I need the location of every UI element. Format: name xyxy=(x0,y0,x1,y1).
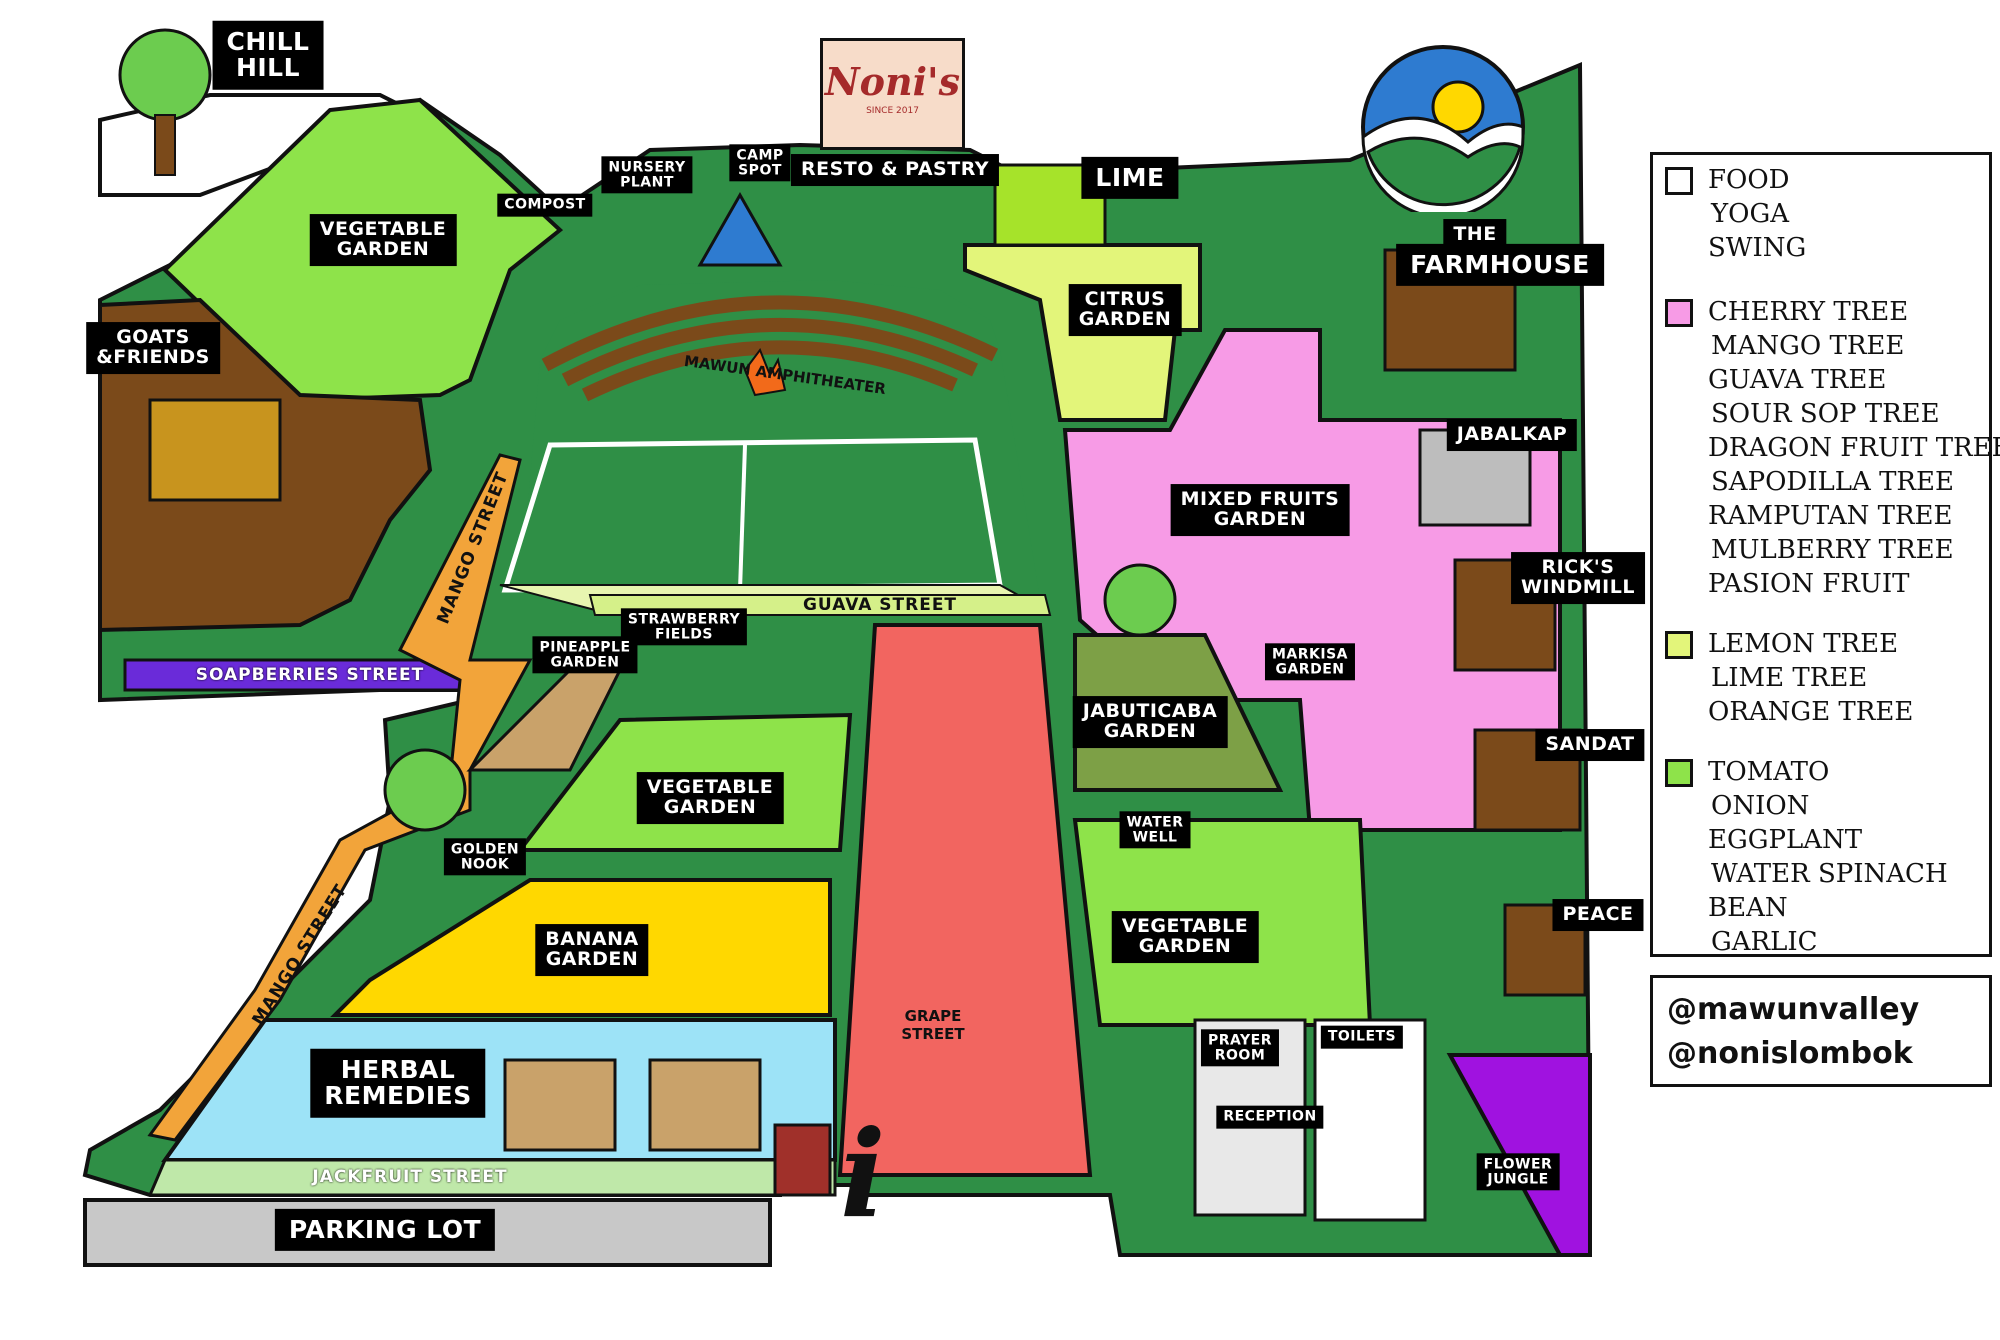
legend-item: EGGPLANT xyxy=(1708,825,1863,855)
label-nursery-plant: NURSERY PLANT xyxy=(601,156,693,194)
legend-item: SAPODILLA TREE xyxy=(1711,467,1954,497)
label-goats-friends: GOATS &FRIENDS xyxy=(86,322,220,374)
goat-house xyxy=(148,398,282,502)
herbal-bed-2 xyxy=(648,1058,762,1152)
legend-item: ONION xyxy=(1711,791,1810,821)
label-golden-nook: GOLDEN NOOK xyxy=(443,838,527,876)
legend-item: ORANGE TREE xyxy=(1708,697,1914,727)
amphitheater-seat-2 xyxy=(561,317,978,387)
label-sandat: SANDAT xyxy=(1535,729,1645,761)
camp-tent xyxy=(697,191,783,267)
legend-item: MULBERRY TREE xyxy=(1711,535,1954,565)
legend-item: TOMATO xyxy=(1708,757,1830,787)
social-handle-2[interactable]: @nonislombok xyxy=(1667,1036,1913,1071)
info-icon: i xyxy=(840,1104,886,1245)
sports-court xyxy=(501,437,1003,593)
label-camp-spot: CAMP SPOT xyxy=(729,144,791,182)
jabuticaba-tree xyxy=(1103,563,1177,637)
mawun-valley-logo xyxy=(1361,45,1525,212)
legend-swatch xyxy=(1665,759,1693,787)
chill-hill-tree-trunk xyxy=(154,114,176,176)
amphitheater-seat-1 xyxy=(541,295,999,372)
campfire xyxy=(743,347,787,397)
chill-hill-tree xyxy=(118,28,212,122)
label-pineapple-garden: PINEAPPLE GARDEN xyxy=(532,636,638,674)
label-peace: PEACE xyxy=(1552,899,1644,931)
label-compost: COMPOST xyxy=(497,193,593,217)
jackfruit-street-area xyxy=(147,1158,837,1197)
label-strawberry-fields: STRAWBERRY FIELDS xyxy=(620,608,748,646)
legend-item: GARLIC xyxy=(1711,927,1818,957)
label-markisa-garden: MARKISA GARDEN xyxy=(1264,643,1356,681)
social-handle-1[interactable]: @mawunvalley xyxy=(1667,992,1920,1027)
label-vegetable-garden-mid: VEGETABLE GARDEN xyxy=(636,772,784,824)
legend-item: LEMON TREE xyxy=(1708,629,1899,659)
grape-street-area xyxy=(837,623,1093,1177)
label-toilets: TOILETS xyxy=(1320,1025,1404,1049)
label-vegetable-garden-top: VEGETABLE GARDEN xyxy=(309,214,457,266)
amphitheater-seat-3 xyxy=(581,340,958,402)
legend-swatch xyxy=(1665,299,1693,327)
legend-item: GUAVA TREE xyxy=(1708,365,1887,395)
label-grape-street: GRAPE STREET xyxy=(901,1007,965,1043)
legend-swatch xyxy=(1665,167,1693,195)
label-jabuticaba-garden: JABUTICABA GARDEN xyxy=(1072,696,1228,748)
label-water-well: WATER WELL xyxy=(1119,811,1191,849)
nonis-sign: Noni's SINCE 2017 xyxy=(820,38,965,150)
legend-item: MANGO TREE xyxy=(1711,331,1905,361)
label-soapberries-street: SOAPBERRIES STREET xyxy=(195,665,425,685)
legend-item: CHERRY TREE xyxy=(1708,297,1909,327)
label-chill-hill: CHILL HILL xyxy=(212,20,324,90)
legend-item: SOUR SOP TREE xyxy=(1711,399,1940,429)
label-resto-pastry: RESTO & PASTRY xyxy=(790,154,1000,186)
label-flower-jungle: FLOWER JUNGLE xyxy=(1476,1153,1560,1191)
toilets-building xyxy=(1313,1018,1427,1222)
label-ricks-windmill: RICK'S WINDMILL xyxy=(1511,552,1645,604)
nonis-brand: Noni's xyxy=(824,59,961,104)
info-kiosk xyxy=(773,1123,832,1197)
label-guava-street: GUAVA STREET xyxy=(802,595,958,615)
legend: FOOD YOGA SWING CHERRY TREE MANGO TREE GUAVA … xyxy=(1650,152,2000,957)
label-jackfruit-street: JACKFRUIT STREET xyxy=(312,1167,508,1187)
legend-swatch xyxy=(1665,631,1693,659)
legend-item: DRAGON FRUIT TREE xyxy=(1708,433,2000,463)
label-herbal-remedies: HERBAL REMEDIES xyxy=(310,1048,486,1118)
golden-nook-tree xyxy=(383,748,467,832)
legend-item: FOOD xyxy=(1708,165,1790,195)
nonis-since: SINCE 2017 xyxy=(866,106,919,116)
legend-item: WATER SPINACH xyxy=(1711,859,1948,889)
label-jabalkap: JABALKAP xyxy=(1446,419,1578,451)
court-center-line xyxy=(738,444,747,591)
legend-item: RAMPUTAN TREE xyxy=(1708,501,1953,531)
label-the-farmhouse-2: FARMHOUSE xyxy=(1396,243,1604,287)
label-citrus-garden: CITRUS GARDEN xyxy=(1068,284,1182,336)
label-banana-garden: BANANA GARDEN xyxy=(535,924,649,976)
label-prayer-room: PRAYER ROOM xyxy=(1200,1029,1280,1067)
label-parking-lot: PARKING LOT xyxy=(274,1208,496,1252)
legend-item: YOGA xyxy=(1711,199,1790,229)
legend-item: PASION FRUIT xyxy=(1708,569,1910,599)
herbal-bed-1 xyxy=(503,1058,617,1152)
legend-item: SWING xyxy=(1708,233,1807,263)
label-mixed-fruits-garden: MIXED FRUITS GARDEN xyxy=(1170,484,1350,536)
legend-item: BEAN xyxy=(1708,893,1788,923)
label-lime: LIME xyxy=(1081,156,1179,200)
label-vegetable-garden-right: VEGETABLE GARDEN xyxy=(1111,911,1259,963)
social-handles: @mawunvalley @nonislombok xyxy=(1650,975,1992,1087)
legend-item: LIME TREE xyxy=(1711,663,1868,693)
label-reception: RECEPTION xyxy=(1216,1105,1324,1129)
